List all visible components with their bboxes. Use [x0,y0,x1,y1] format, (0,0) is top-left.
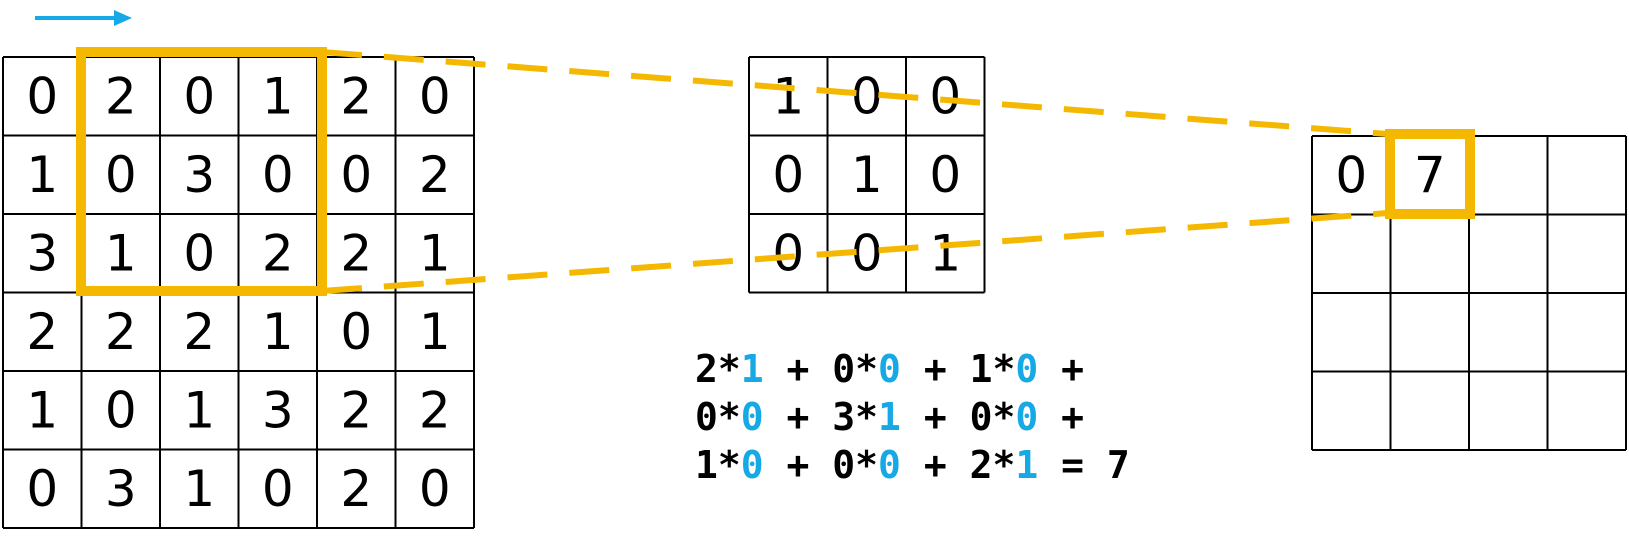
kernel-term: 1 [1015,443,1039,487]
kernel-cell: 0 [772,224,804,282]
input-cell: 0 [183,224,215,282]
kernel-cell: 1 [851,146,883,204]
input-cell: 1 [262,67,294,125]
input-cell: 1 [105,224,137,282]
input-cell: 2 [262,224,294,282]
formula-term: + 0* [763,347,879,391]
input-cell: 1 [183,381,215,439]
input-cell: 3 [183,146,215,204]
kernel-cell: 0 [929,67,961,125]
kernel-cell: 0 [929,146,961,204]
kernel-cell: 0 [851,67,883,125]
input-cell: 0 [340,146,372,204]
formula-term: + [1038,395,1084,439]
arrow-head [114,10,132,26]
kernel-term: 0 [878,347,901,391]
kernel-term: 0 [740,443,764,487]
input-cell: 2 [105,67,137,125]
input-cell: 0 [26,460,58,518]
input-cell: 2 [419,146,451,204]
formula-term: + [1038,347,1084,391]
input-cell: 1 [26,146,58,204]
input-cell: 2 [340,460,372,518]
kernel-term: 0 [1015,347,1039,391]
kernel-term: 0 [740,395,764,439]
projection-line-bottom [321,210,1389,294]
input-cell: 2 [26,303,58,361]
output-cell-highlight [1385,129,1475,219]
input-cell: 2 [105,303,137,361]
input-window-highlight [76,47,327,296]
input-cell: 0 [105,381,137,439]
formula-term: 2* [695,347,741,391]
formula-term: + 2* [900,443,1016,487]
formula-term: + 0* [763,443,879,487]
calculation-line: 0*0 + 3*1 + 0*0 + [695,398,1084,436]
input-cell: 2 [340,381,372,439]
input-cell: 2 [183,303,215,361]
input-cell: 0 [183,67,215,125]
formula-term: + 3* [763,395,879,439]
output-cell: 0 [1335,146,1367,204]
formula-term: 1* [695,443,741,487]
kernel-cell: 0 [772,146,804,204]
highlight-boxes [76,47,1475,296]
input-cell: 3 [105,460,137,518]
input-cell: 2 [340,67,372,125]
formula-term: + 1* [900,347,1016,391]
input-cell: 1 [419,224,451,282]
input-cell: 0 [262,460,294,518]
input-cell: 0 [262,146,294,204]
formula-term: 0* [695,395,741,439]
kernel-cell: 1 [929,224,961,282]
projection-lines [321,49,1389,294]
input-cell: 1 [183,460,215,518]
input-cell: 0 [419,460,451,518]
input-cell: 2 [340,224,372,282]
output-cell: 7 [1414,146,1446,204]
slide-direction-arrow [35,10,132,26]
kernel-term: 1 [878,395,901,439]
input-cell: 3 [26,224,58,282]
input-cell: 3 [262,381,294,439]
kernel-term: 0 [1015,395,1039,439]
input-cell: 1 [262,303,294,361]
input-cell: 0 [26,67,58,125]
formula-term: = 7 [1038,443,1130,487]
input-cell: 0 [105,146,137,204]
calculation-line: 2*1 + 0*0 + 1*0 + [695,350,1084,388]
input-cell: 0 [340,303,372,361]
kernel-term: 1 [740,347,764,391]
input-cell: 1 [419,303,451,361]
formula-term: + 0* [900,395,1016,439]
projection-line-top [321,49,1389,137]
input-cell: 0 [419,67,451,125]
input-cell: 2 [419,381,451,439]
calculation-line: 1*0 + 0*0 + 2*1 = 7 [695,446,1130,484]
kernel-term: 0 [878,443,901,487]
kernel-cell: 1 [772,67,804,125]
input-cell: 1 [26,381,58,439]
